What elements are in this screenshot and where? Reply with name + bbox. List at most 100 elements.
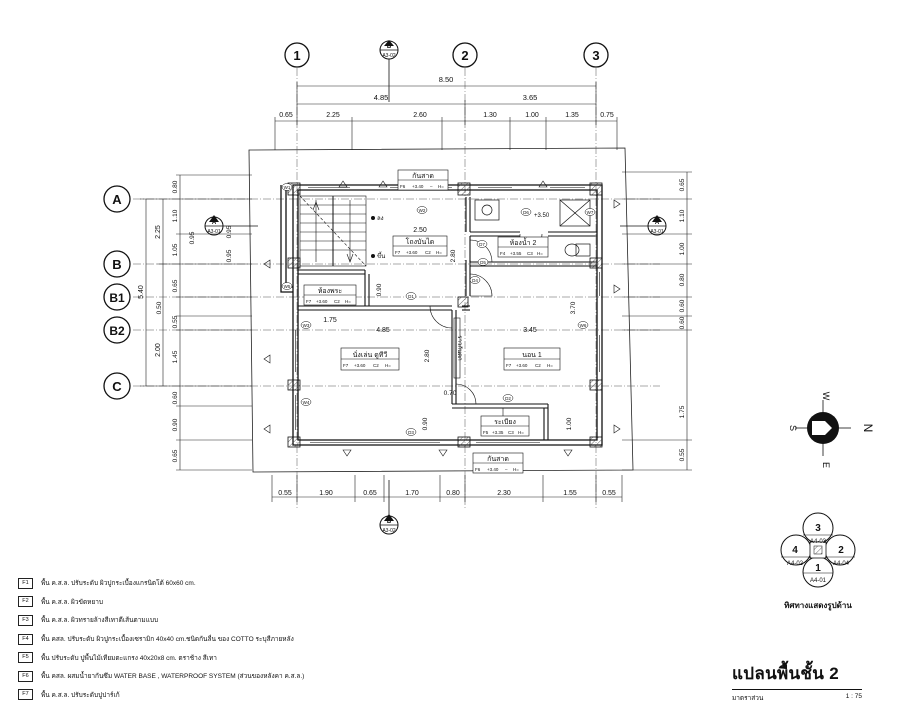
svg-text:A3-01: A3-01 [650,229,664,235]
svg-text:A: A [112,192,122,207]
legend-item: F5 พื้น ปรับระดับ ปูพื้นไม้เทียมตะแกรง 40… [18,648,438,667]
scale-row: มาตราส่วน 1 : 75 [732,693,862,703]
svg-text:F7: F7 [395,250,401,255]
svg-text:2.00: 2.00 [155,343,162,357]
svg-text:นอน 1: นอน 1 [522,352,542,359]
svg-text:8.50: 8.50 [439,75,454,84]
room-label-stair-hall: โถงบันได F7 +3.60 C2 H= [392,235,448,257]
svg-text:B: B [387,519,392,525]
svg-text:B2: B2 [109,324,125,338]
svg-text:5.40: 5.40 [138,285,145,299]
svg-text:ห้องพระ: ห้องพระ [318,287,343,295]
svg-text:A4-02: A4-02 [787,561,804,567]
svg-text:W1: W1 [284,185,291,190]
svg-text:ห้องน้ำ 2: ห้องน้ำ 2 [510,236,537,247]
svg-text:+3.40: +3.40 [487,467,499,472]
room-label-shrine: ห้องพระ F7 +3.60 C2 H= [303,284,357,306]
legend-code: F5 [18,652,33,664]
svg-text:W7: W7 [587,210,594,215]
svg-text:1.75: 1.75 [323,317,337,324]
svg-text:+3.60: +3.60 [354,363,366,368]
svg-text:2.25: 2.25 [155,225,162,239]
bottom-dimensions [271,475,623,502]
grid-bubble-b2: B2 [103,316,131,344]
svg-text:0.95: 0.95 [226,249,233,262]
legend-code: F3 [18,614,33,626]
svg-text:H=: H= [518,430,524,435]
drawing-title: แปลนพื้นชั้น 2 [732,660,862,690]
svg-text:F6: F6 [475,467,481,472]
svg-text:1.10: 1.10 [172,209,179,222]
svg-text:3: 3 [815,523,821,534]
svg-text:+3.60: +3.60 [316,299,328,304]
svg-text:A4-01: A4-01 [810,578,827,584]
svg-text:N: N [861,424,875,433]
grid-bubble-c: C [103,372,131,400]
section-mark-a-right: A A3-01 [620,215,667,236]
svg-text:D7: D7 [479,242,485,247]
svg-text:C3: C3 [508,430,514,435]
grid-bubble-2: 2 [452,42,478,68]
svg-text:1.55: 1.55 [563,490,577,497]
staircase [299,195,367,267]
svg-text:0.65: 0.65 [679,178,686,191]
window-tags: W1 W2 W3 W4 W5 W6 W7 [281,183,596,406]
svg-text:W2: W2 [419,208,426,213]
room-label-balcony: ระเบียง F5 +3.35 C3 H= [480,415,530,437]
grid-bubble-1: 1 [284,42,310,68]
svg-text:B: B [112,257,121,272]
svg-text:4.85: 4.85 [376,327,390,334]
bathroom-fixtures [474,199,591,257]
svg-text:A4-04: A4-04 [833,561,850,567]
svg-text:H=: H= [438,184,444,189]
svg-text:1.70: 1.70 [405,490,419,497]
svg-text:D6: D6 [523,210,529,215]
grid-bubble-a: A [103,185,131,213]
svg-text:โถงบันได: โถงบันได [406,237,435,246]
legend-text: พื้น ปรับระดับ ปูพื้นไม้เทียมตะแกรง 40x2… [41,654,217,662]
section-mark-b-bottom: B A3-02 [379,480,399,535]
section-mark-b-top: B A3-02 [379,40,399,102]
svg-text:1.35: 1.35 [565,112,579,119]
svg-text:H=: H= [436,250,442,255]
svg-text:0.55: 0.55 [172,315,179,328]
exterior-walls [280,184,603,446]
svg-text:C2: C2 [334,299,340,304]
svg-text:W6: W6 [580,323,587,328]
svg-text:กันสาด: กันสาด [412,172,434,180]
svg-text:0.60: 0.60 [679,316,686,329]
columns [287,182,603,448]
svg-text:ทิศทางแสดงรูปด้าน: ทิศทางแสดงรูปด้าน [784,600,852,611]
svg-text:3: 3 [592,48,599,63]
svg-text:E: E [821,462,831,468]
svg-text:0.55: 0.55 [602,490,616,497]
svg-text:+3.60: +3.60 [516,363,528,368]
svg-text:1.05: 1.05 [172,243,179,256]
svg-text:H=: H= [537,251,543,256]
svg-text:C2: C2 [535,363,541,368]
svg-text:B: B [387,44,392,50]
stair-up-label: ขึ้น [377,250,385,260]
svg-text:A3-02: A3-02 [382,528,396,534]
svg-text:0.65: 0.65 [363,490,377,497]
room-label-bedroom-1: นอน 1 F7 +3.60 C2 H= [503,347,561,371]
svg-text:F7: F7 [506,363,512,368]
svg-text:0.60: 0.60 [679,299,686,312]
svg-text:1.90: 1.90 [319,490,333,497]
top-dimensions [274,82,618,150]
svg-text:F7: F7 [343,363,349,368]
stair-rail-label: ราวกันตก [456,335,463,361]
svg-text:A: A [655,220,660,226]
slope-arrows [263,180,621,457]
svg-text:2: 2 [838,545,844,556]
svg-text:+3.40: +3.40 [412,184,424,189]
svg-text:4: 4 [792,545,798,556]
svg-text:1.75: 1.75 [679,405,686,418]
svg-text:0.50: 0.50 [156,301,163,314]
door-tags: D1 D2 D3 D4 D5 D6 D7 [405,208,532,436]
north-arrow: W E S N [788,392,875,468]
section-mark-a-left: A A3-01 [204,215,258,236]
